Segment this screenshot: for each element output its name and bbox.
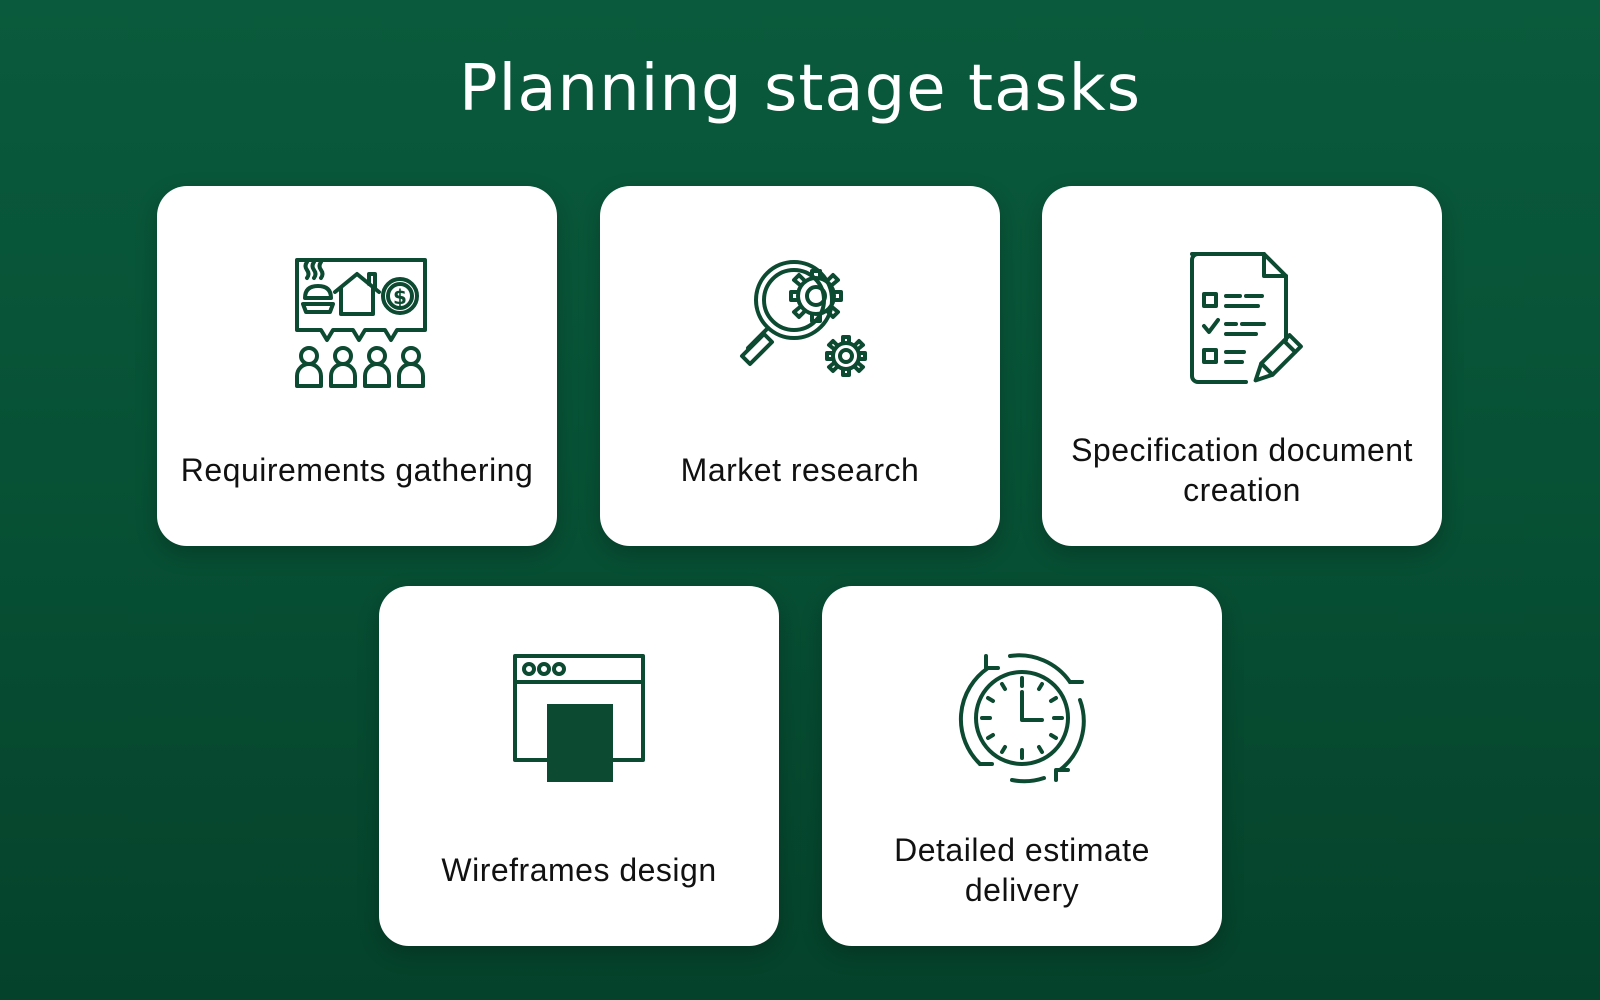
task-card-label: Market research (680, 452, 920, 488)
task-card-detailed-estimate-delivery: Detailed estimate delivery (822, 586, 1222, 946)
task-card-label: Requirements gathering (180, 452, 534, 488)
task-card-requirements-gathering: $ Requirements gathering (157, 186, 557, 546)
svg-text:$: $ (393, 285, 407, 309)
task-card-specification-document-creation: Specification document creation (1042, 186, 1442, 546)
task-card-label: Specification document creation (1071, 432, 1413, 508)
meeting-presentation-icon: $ (287, 248, 427, 388)
clock-cycle-icon (952, 648, 1092, 788)
task-card-label: Detailed estimate delivery (894, 832, 1150, 908)
wireframe-browser-icon (509, 648, 649, 788)
task-card-wireframes-design: Wireframes design (379, 586, 779, 946)
checklist-document-icon (1172, 248, 1312, 388)
page-title: Planning stage tasks (458, 52, 1142, 126)
task-card-market-research: Market research (600, 186, 1000, 546)
task-card-label: Wireframes design (441, 852, 717, 888)
magnifier-gears-icon (730, 248, 870, 388)
